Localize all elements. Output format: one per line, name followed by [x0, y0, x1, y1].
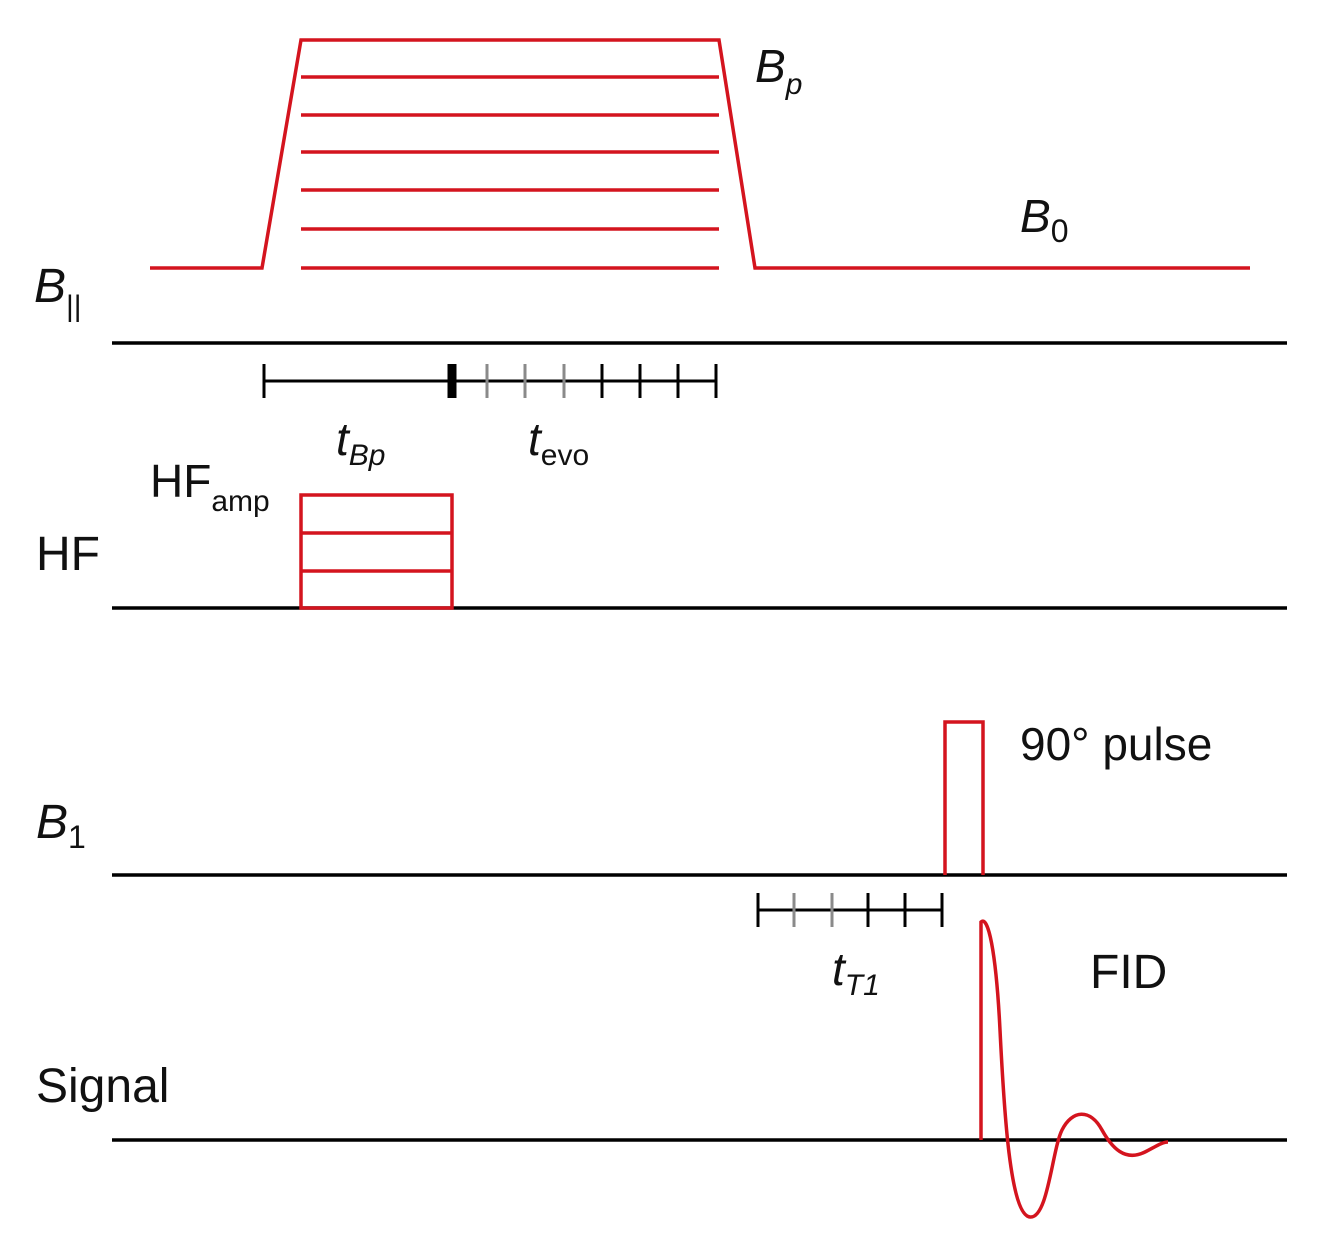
b-parallel-channel: Bp B0 B|| — [34, 38, 1287, 345]
timing-bar-t1: tT1 — [756, 893, 944, 1002]
label-signal: Signal — [36, 1060, 169, 1113]
label-t-evo: tevo — [528, 413, 589, 472]
label-hf-amp: HFamp — [150, 455, 270, 518]
signal-channel: FID Signal — [36, 919, 1287, 1219]
label-t-bp: tBp — [336, 413, 385, 472]
timing-bar-bp-evo: tBp tevo — [262, 364, 718, 472]
hf-channel: HFamp HF — [36, 455, 1287, 610]
ninety-degree-pulse — [943, 720, 985, 875]
label-b-0: B0 — [1020, 190, 1068, 249]
label-b-1: B1 — [36, 796, 86, 855]
fid-waveform — [979, 919, 1169, 1219]
hf-pulse-block — [299, 493, 454, 610]
label-hf: HF — [36, 528, 100, 581]
b1-channel: 90° pulse B1 — [36, 718, 1287, 877]
label-b-parallel: B|| — [34, 260, 82, 323]
label-t-t1: tT1 — [832, 943, 880, 1002]
label-90-pulse: 90° pulse — [1020, 718, 1212, 770]
polarization-field-levels — [301, 75, 719, 270]
label-b-p: Bp — [755, 40, 802, 101]
label-fid: FID — [1090, 946, 1167, 999]
polarization-field-trapezoid — [150, 38, 1250, 270]
